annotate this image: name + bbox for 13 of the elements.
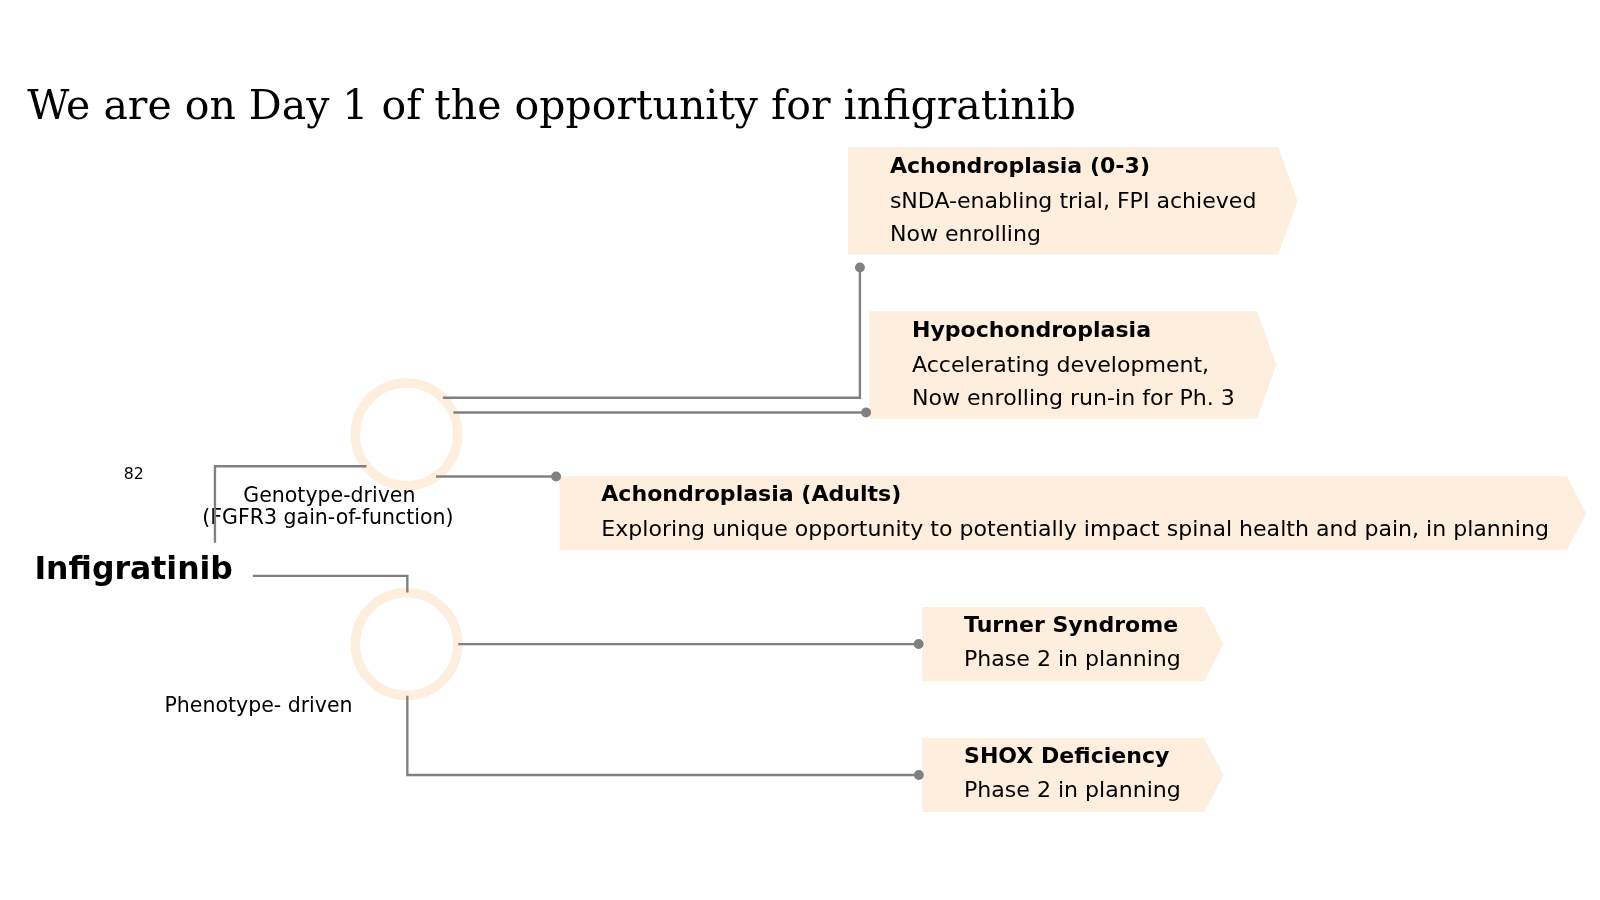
diagram-title: We are on Day 1 of the opportunity for infigratinib [27,80,1077,129]
node-circle [350,587,463,700]
node-text: Infigratinib [34,549,233,586]
node-label: Phenotype- driven [164,692,353,717]
connector [442,262,865,399]
connector [213,464,367,543]
connector [458,638,924,649]
connector [436,471,562,481]
connector [252,574,409,592]
connector [453,407,872,417]
connector [406,695,924,780]
node-label: Genotype-driven [243,482,416,507]
label: 82 [123,463,144,483]
